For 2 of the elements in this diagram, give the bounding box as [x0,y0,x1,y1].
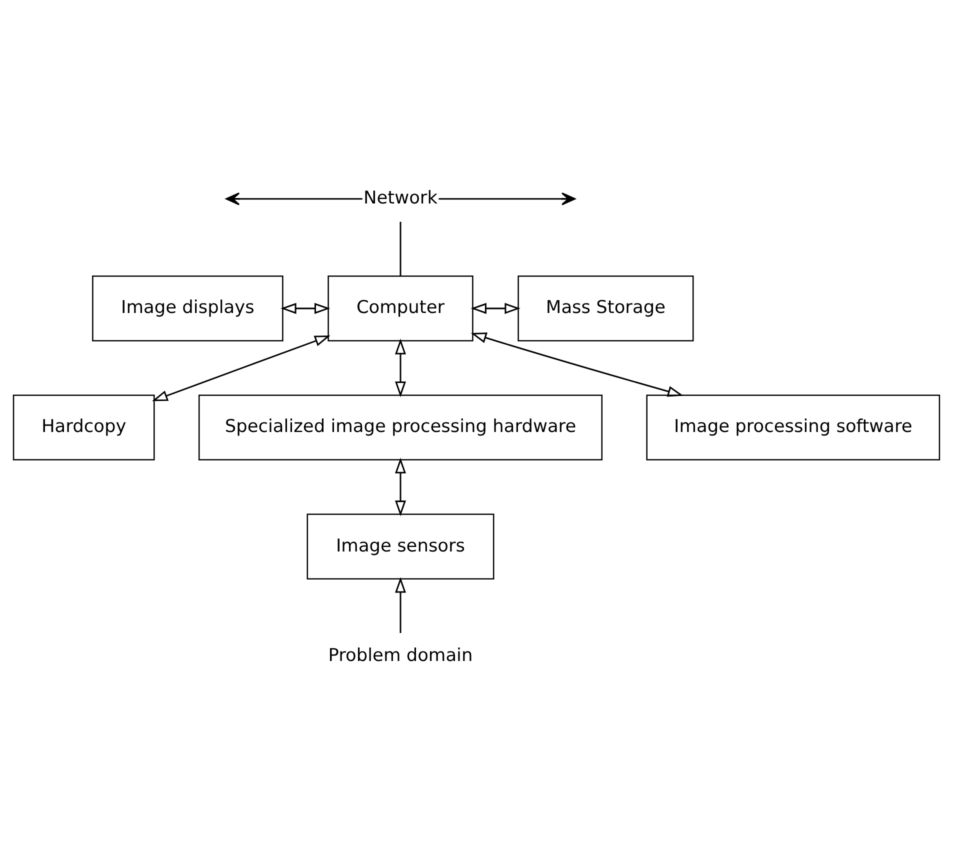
node-text: Network [364,188,438,209]
node-text: Problem domain [328,646,473,666]
